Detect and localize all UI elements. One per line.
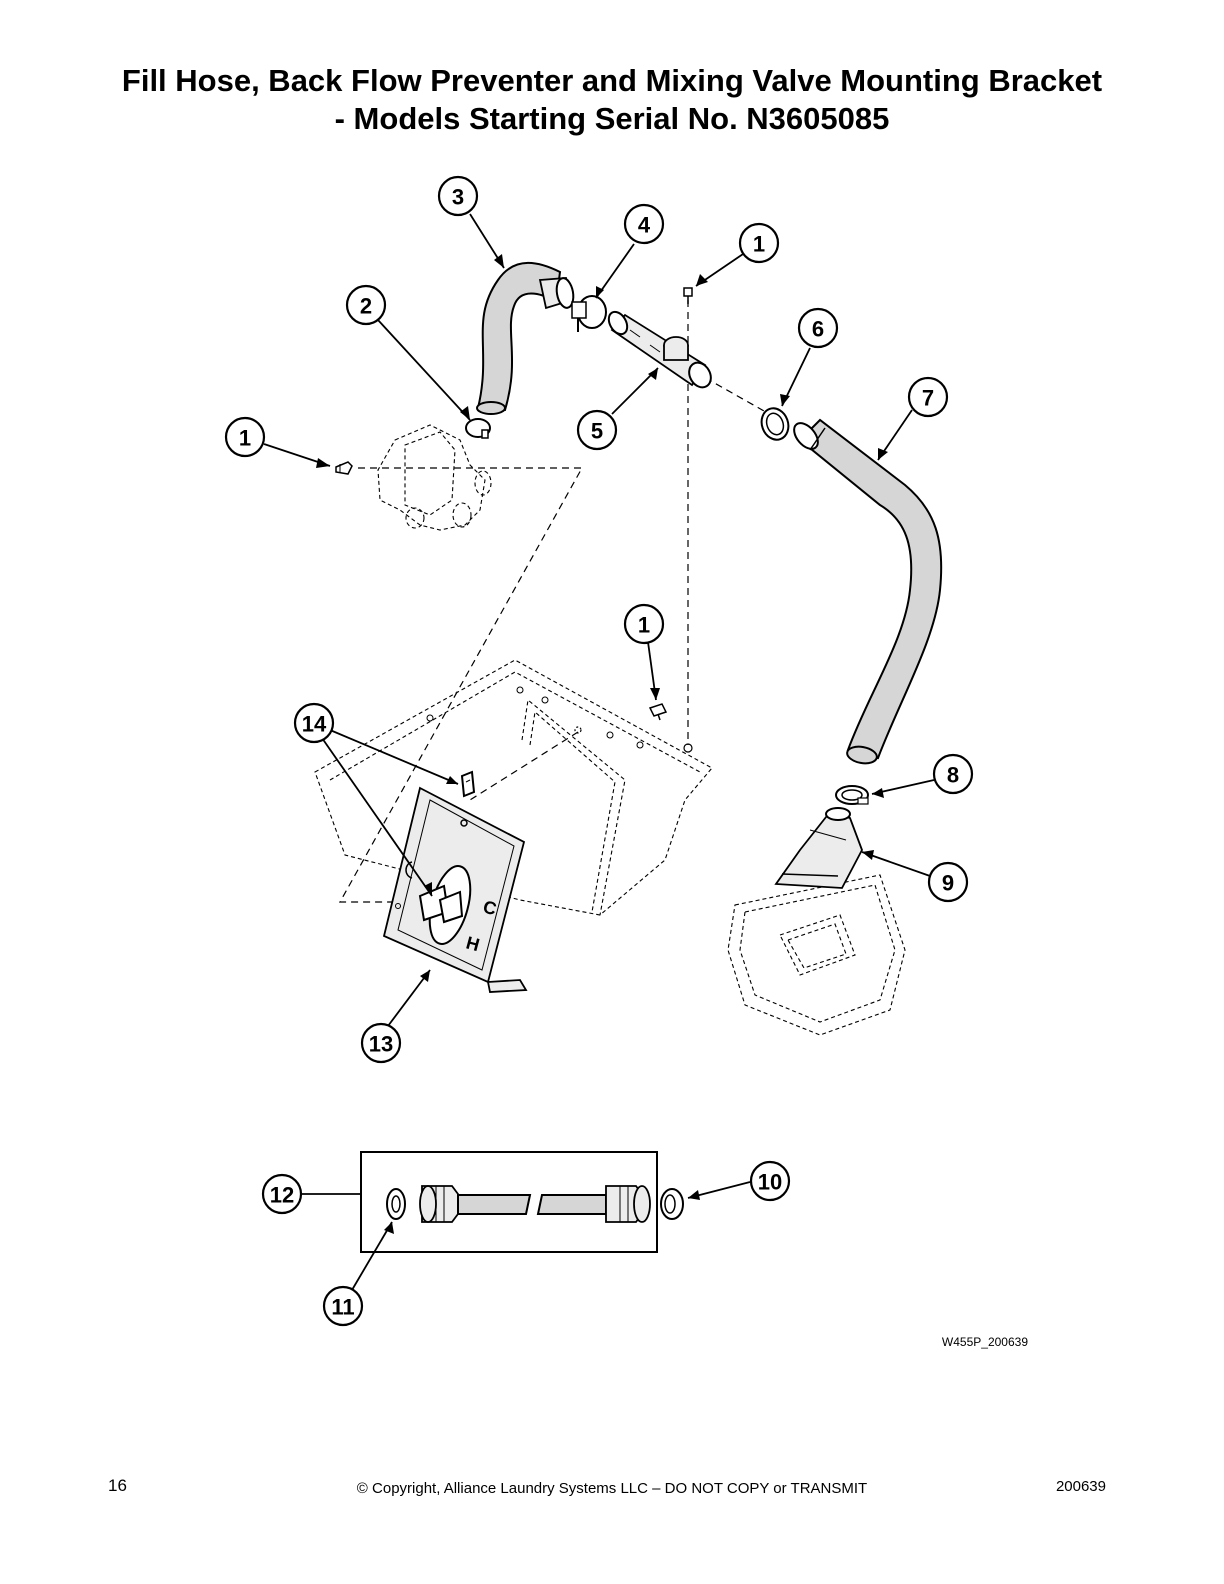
screw-part-1-left	[335, 461, 353, 475]
callout-6: 6	[797, 307, 839, 349]
callout-7: 7	[907, 376, 949, 418]
bracket-hot-mark: H	[464, 933, 482, 956]
clamp-part-6	[760, 407, 790, 441]
page-title-line-2: - Models Starting Serial No. N3605085	[334, 101, 890, 136]
callout-14: 14	[293, 702, 335, 744]
clamp-part-4	[571, 295, 607, 332]
page-title-line-1: Fill Hose, Back Flow Preventer and Mixin…	[121, 63, 1103, 98]
inlet-funnel-part-9	[774, 807, 863, 889]
fill-hose-inset	[360, 1151, 684, 1253]
callout-2: 2	[345, 284, 387, 326]
callout-8: 8	[932, 753, 974, 795]
mixing-valve	[377, 424, 492, 531]
callout-label: 5	[591, 419, 603, 444]
callout-1c: 1	[623, 603, 665, 645]
clip-part-14	[460, 770, 476, 798]
callout-10: 10	[749, 1160, 791, 1202]
page-number: 16	[108, 1476, 127, 1495]
callout-label: 1	[239, 426, 251, 451]
leader-lines	[263, 213, 935, 1291]
copyright-notice: © Copyright, Alliance Laundry Systems LL…	[356, 1480, 868, 1497]
callout-1a: 1	[224, 416, 266, 458]
mounting-bracket-part-13: C H	[382, 786, 528, 993]
inset-frame	[360, 1151, 658, 1253]
callout-label: 1	[753, 232, 765, 257]
callout-label: 13	[369, 1032, 393, 1057]
clamp-part-8	[835, 785, 869, 805]
screw-part-1-middle	[648, 703, 668, 721]
hose-clamp-part-2	[465, 418, 491, 439]
callout-label: 7	[922, 386, 934, 411]
callout-12: 12	[261, 1173, 303, 1215]
callout-4: 4	[623, 203, 665, 245]
callout-11: 11	[322, 1285, 364, 1327]
hose-part-7	[793, 418, 943, 765]
callout-label: 12	[270, 1183, 294, 1208]
callout-label: 3	[452, 185, 464, 210]
document-number: 200639	[1055, 1478, 1106, 1495]
callout-13: 13	[360, 1022, 402, 1064]
figure-code: W455P_200639	[941, 1335, 1028, 1349]
callout-label: 4	[638, 213, 651, 238]
phantom-lines	[314, 300, 906, 1036]
fill-hose-part-3	[476, 261, 575, 415]
screw-part-1-top	[683, 287, 693, 304]
callout-label: 6	[812, 317, 824, 342]
callout-label: 14	[302, 712, 327, 737]
callout-label: 10	[758, 1170, 782, 1195]
bracket-cold-mark: C	[481, 897, 499, 920]
callout-9: 9	[927, 861, 969, 903]
callout-label: 2	[360, 294, 372, 319]
callout-5: 5	[576, 409, 618, 451]
callout-label: 9	[942, 871, 954, 896]
callout-label: 1	[638, 613, 650, 638]
callout-label: 8	[947, 763, 959, 788]
back-flow-preventer-part-5	[607, 310, 712, 389]
callout-3: 3	[437, 175, 479, 217]
callout-label: 11	[331, 1295, 354, 1320]
page-title: Fill Hose, Back Flow Preventer and Mixin…	[0, 62, 1224, 138]
callout-1b: 1	[738, 222, 780, 264]
